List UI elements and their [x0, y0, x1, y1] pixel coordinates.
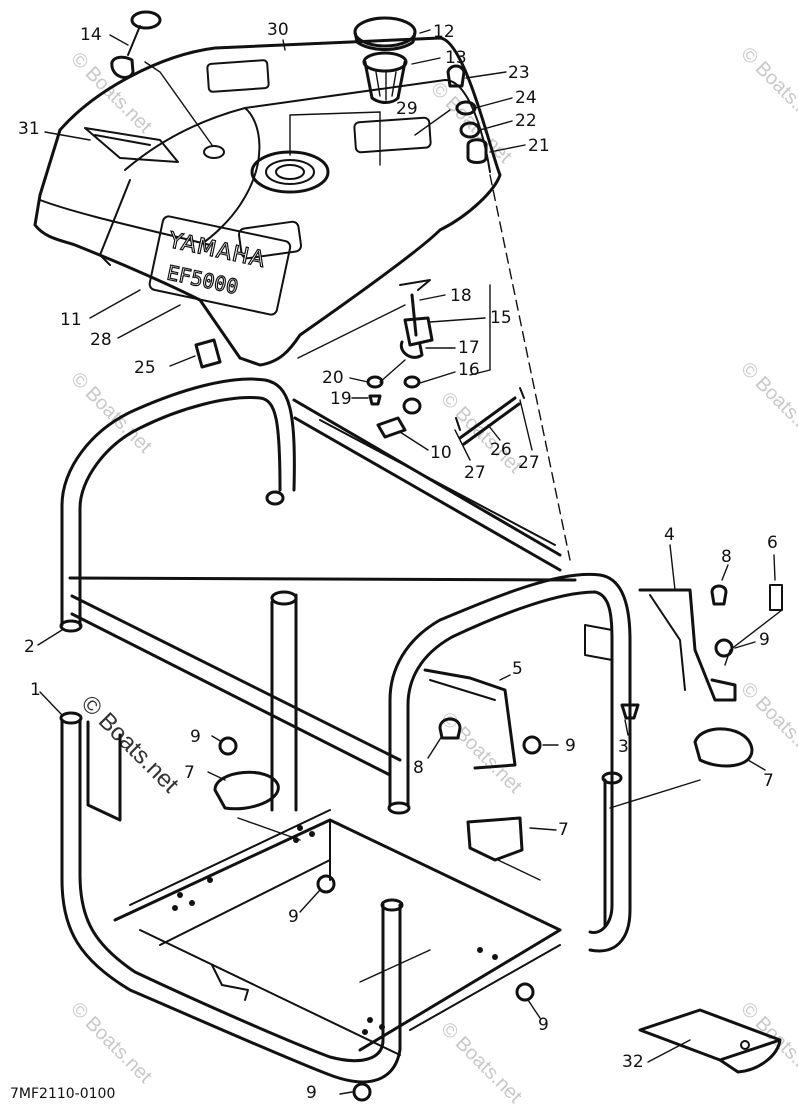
callout-15: 15: [490, 308, 512, 328]
callout-1: 1: [30, 680, 41, 700]
callout-28: 28: [90, 330, 112, 350]
callout-labels: 2 1 3 4 5 6 7 7 7 8 8 9 9 9 9 9 9 10 11 …: [18, 20, 778, 1103]
cover-32: [638, 1008, 782, 1074]
callout-6: 6: [767, 533, 778, 553]
callout-22: 22: [515, 111, 537, 131]
watermark-text: © Boats.net: [736, 358, 798, 448]
callout-20: 20: [322, 368, 344, 388]
callout-9: 9: [306, 1083, 317, 1103]
callout-8: 8: [721, 547, 732, 567]
callout-16: 16: [458, 360, 480, 380]
callout-9: 9: [190, 727, 201, 747]
watermark-text: © Boats.net: [76, 690, 184, 798]
callout-17: 17: [458, 338, 480, 358]
callout-4: 4: [664, 525, 675, 545]
callout-2: 2: [24, 637, 35, 657]
drawing-code: 7MF2110-0100: [10, 1086, 115, 1102]
callout-leaders: [37, 29, 776, 1095]
callout-19: 19: [330, 389, 352, 409]
callout-7: 7: [184, 763, 195, 783]
callout-26: 26: [490, 440, 512, 460]
watermark-text: © Boats.net: [736, 43, 798, 133]
callout-9: 9: [538, 1015, 549, 1035]
callout-3: 3: [618, 737, 629, 757]
mounts-fasteners: [213, 584, 754, 1102]
callout-7: 7: [763, 771, 774, 791]
callout-23: 23: [508, 63, 530, 83]
watermark-text: © Boats.net: [66, 368, 156, 458]
watermark-text: © Boats.net: [436, 1018, 526, 1108]
callout-12: 12: [433, 22, 455, 42]
callout-5: 5: [512, 659, 523, 679]
callout-9: 9: [565, 736, 576, 756]
callout-7: 7: [558, 820, 569, 840]
callout-27: 27: [518, 453, 540, 473]
callout-9: 9: [759, 630, 770, 650]
nut-icon: [218, 638, 734, 1102]
callout-10: 10: [430, 443, 452, 463]
callout-32: 32: [622, 1052, 644, 1072]
callout-11: 11: [60, 310, 82, 330]
frame: [59, 377, 783, 1084]
callout-25: 25: [134, 358, 156, 378]
tank-fittings: [110, 10, 488, 369]
callout-27: 27: [464, 463, 486, 483]
fuel-cock-assembly: [297, 174, 571, 561]
callout-18: 18: [450, 286, 472, 306]
callout-9: 9: [288, 907, 299, 927]
callout-8: 8: [413, 758, 424, 778]
callout-13: 13: [445, 48, 467, 68]
callout-14: 14: [80, 25, 102, 45]
model-plate-text: EF5000: [165, 260, 241, 298]
callout-29: 29: [396, 99, 418, 119]
callout-21: 21: [528, 136, 550, 156]
callout-30: 30: [267, 20, 289, 40]
watermark-text: © Boats.net: [736, 678, 798, 768]
watermark-text: © Boats.net: [66, 998, 156, 1088]
callout-31: 31: [18, 119, 40, 139]
callout-24: 24: [515, 88, 537, 108]
